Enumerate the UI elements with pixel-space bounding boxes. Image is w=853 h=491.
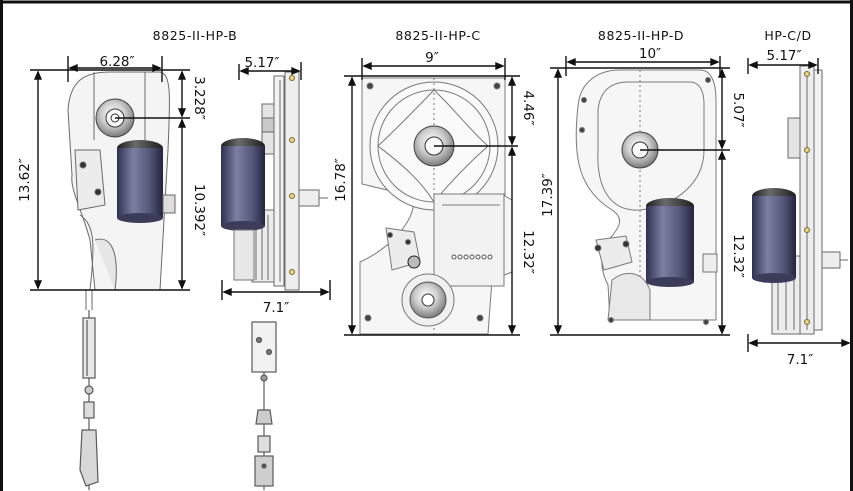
hp-b-top-to-shaft-label: 3.228″ — [191, 76, 207, 120]
title-hp-b: 8825-II-HP-B — [153, 28, 238, 43]
hp-b-dimension-lines — [30, 56, 190, 291]
hp-d-shaft-to-bottom-label: 12.32″ — [730, 234, 746, 278]
hp-c-shaft-to-bottom-label: 12.32″ — [520, 230, 536, 274]
hp-d-top-to-shaft-label: 5.07″ — [730, 92, 746, 127]
hp-c-hole-row — [451, 254, 493, 260]
hp-b-side-hook — [251, 321, 277, 490]
hp-b-side-depth-label: 5.17″ — [244, 55, 279, 71]
hp-d-front-view — [575, 69, 718, 325]
hp-cd-side-frame-bolts — [804, 71, 810, 325]
title-hp-d: 8825-II-HP-D — [598, 28, 684, 43]
hp-c-top-to-shaft-label: 4.46″ — [520, 90, 536, 125]
hp-d-width-label: 10″ — [639, 46, 661, 62]
hp-b-side-frame-bolts — [289, 75, 295, 275]
title-hp-c: 8825-II-HP-C — [395, 28, 480, 43]
hp-b-motor — [117, 140, 176, 223]
hp-b-side-motor — [221, 138, 265, 281]
hp-cd-side-depth-label: 5.17″ — [766, 48, 801, 64]
hp-b-shaft-to-bottom-label: 10.392″ — [191, 184, 207, 236]
hp-d-motor — [646, 198, 694, 287]
hp-cd-side-dimension-lines — [747, 58, 852, 352]
hp-c-dimension-lines — [344, 58, 520, 336]
hp-c-height-label: 16.78″ — [333, 158, 349, 202]
title-hp-cd: HP-C/D — [764, 28, 811, 43]
hp-b-width-label: 6.28″ — [99, 54, 134, 70]
hp-b-cable-hook — [79, 310, 99, 490]
hp-b-side-dimension-lines — [221, 62, 331, 300]
hp-d-height-label: 17.39″ — [540, 173, 556, 217]
hp-cd-side-motor — [752, 188, 796, 283]
hp-b-height-label: 13.62″ — [17, 158, 33, 202]
hp-b-side-overall-label: 7.1″ — [263, 300, 290, 316]
hp-c-width-label: 9″ — [425, 50, 439, 66]
hp-cd-side-overall-label: 7.1″ — [787, 352, 814, 368]
hp-c-front-view — [359, 77, 513, 335]
hp-d-dimension-lines — [550, 56, 730, 336]
